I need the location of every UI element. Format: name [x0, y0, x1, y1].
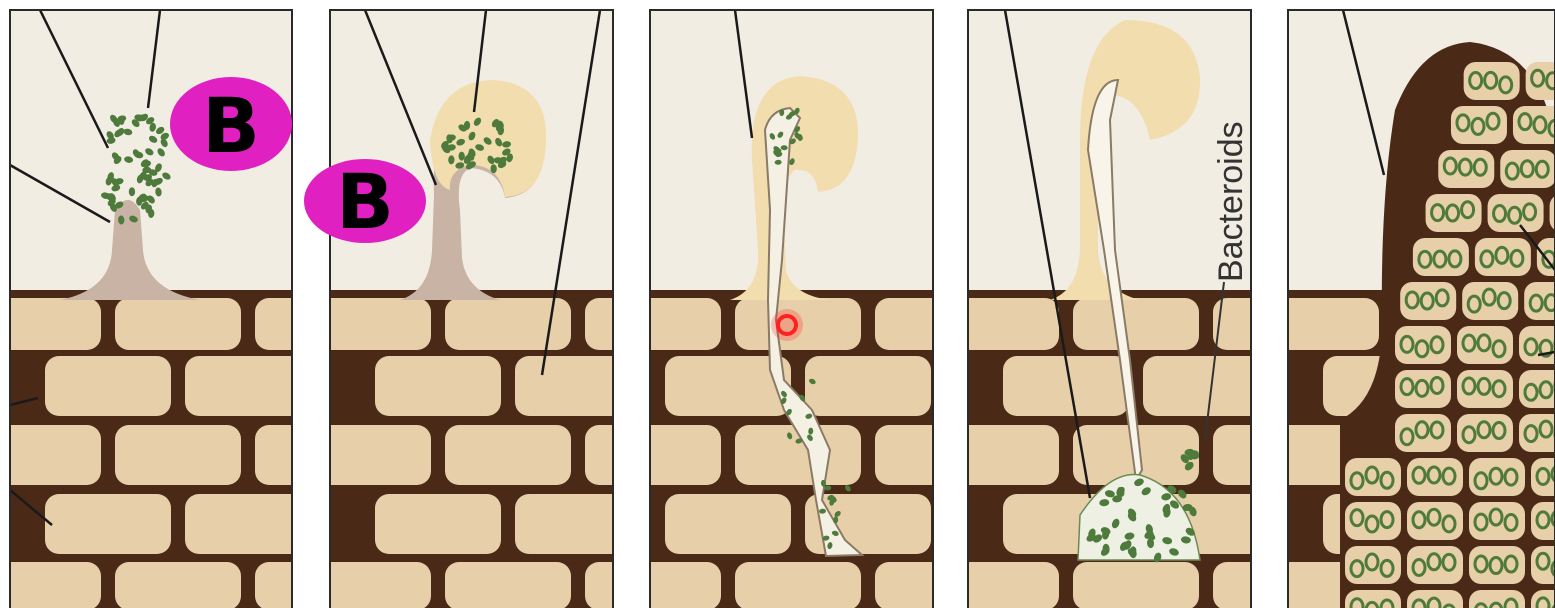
cortex-cell [115, 562, 241, 608]
panel-stage-4 [933, 10, 1339, 608]
cortex-cell [305, 425, 431, 485]
marker-b-1: B [170, 77, 292, 171]
epidermal-cell [1253, 298, 1379, 350]
epidermal-cell [933, 298, 1059, 350]
cortex-cell [45, 494, 171, 554]
bacterium [129, 187, 135, 196]
cortex-cell [735, 562, 861, 608]
cortex-cell [805, 356, 931, 416]
red-dot-glow [771, 309, 803, 341]
marker-b-2-text: B [336, 157, 394, 246]
epidermal-cell [115, 298, 241, 350]
cortex-cell [45, 356, 171, 416]
cortex-cell [1073, 562, 1199, 608]
cortex-cell [305, 562, 431, 608]
panel-stage-5 [1253, 10, 1555, 608]
cortex-cell [0, 425, 101, 485]
cortex-cell [445, 562, 571, 608]
cortex-cell [665, 494, 791, 554]
cortex-cell [0, 562, 101, 608]
bacteroids-label: Bacteroids [1212, 121, 1250, 282]
cortex-cell [515, 356, 641, 416]
epidermal-cell [305, 298, 431, 350]
cortex-cell [115, 425, 241, 485]
cortex-cell [515, 494, 641, 554]
cortex-cell [933, 562, 1059, 608]
cortex-cell [445, 425, 571, 485]
cortex-cell [375, 356, 501, 416]
cortex-cell [933, 425, 1059, 485]
epidermal-cell [0, 298, 101, 350]
marker-b-1-text: B [202, 81, 260, 170]
epidermal-cell [1073, 298, 1199, 350]
nodule-cell [1524, 282, 1555, 320]
cortex-cell [375, 494, 501, 554]
nodule-cell [1526, 62, 1555, 100]
